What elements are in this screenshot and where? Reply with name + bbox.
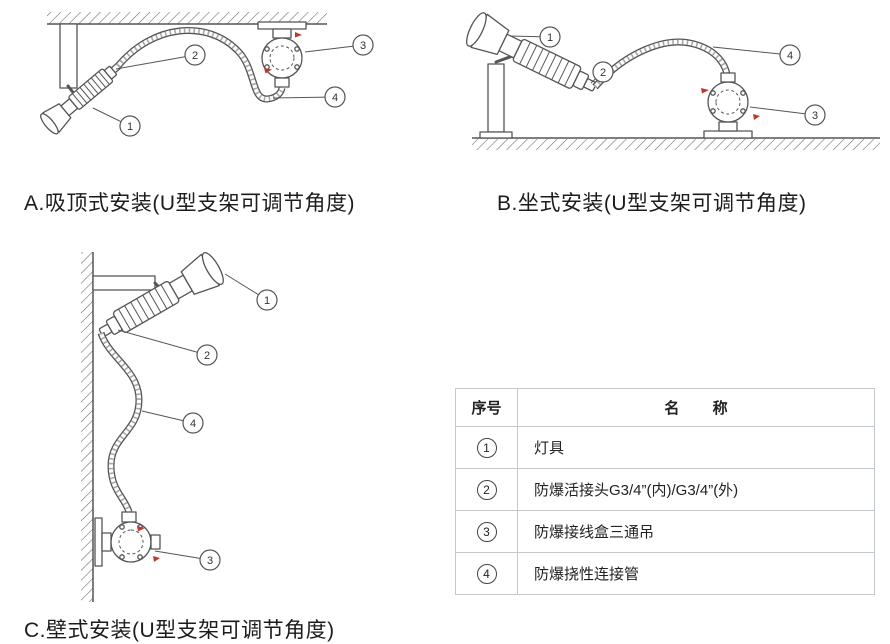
callout-4: 4 [141, 410, 204, 434]
callout-2: 2 [117, 329, 218, 366]
callout-3: 3 [749, 104, 826, 126]
svg-text:4: 4 [190, 418, 196, 430]
col-header-no: 序号 [455, 388, 518, 427]
table-row: 4 防爆挠性连接管 [455, 552, 875, 595]
part-name: 灯具 [517, 426, 875, 469]
conduit-fitting [121, 511, 137, 523]
part-name: 防爆挠性连接管 [517, 552, 875, 595]
figure-ceiling-mount: 1 2 3 4 [37, 12, 374, 137]
row-number-badge: 2 [476, 479, 497, 500]
lamp-fixture [91, 250, 228, 350]
lamp-fixture [462, 9, 604, 105]
callout-3: 3 [304, 34, 374, 56]
table-row: 3 防爆接线盒三通吊 [455, 510, 875, 553]
table-header-row: 序号 名 称 [455, 388, 875, 427]
caption-pedestal-mount: B.坐式安装(U型支架可调节角度) [497, 192, 807, 215]
figure-wall-mount: 1 2 4 3 [81, 250, 278, 602]
table-row: 1 灯具 [455, 426, 875, 469]
mounting-arm [92, 275, 156, 291]
caption-ceiling-mount: A.吸顶式安装(U型支架可调节角度) [24, 192, 355, 215]
svg-text:4: 4 [332, 92, 338, 104]
row-number-badge: 1 [476, 437, 497, 458]
callout-1: 1 [92, 107, 141, 137]
arrow-mark [295, 32, 302, 38]
table-row: 2 防爆活接头G3/4”(内)/G3/4”(外) [455, 468, 875, 511]
mounting-pole [487, 63, 505, 133]
svg-text:1: 1 [264, 295, 270, 307]
callout-3: 3 [154, 549, 221, 571]
junction-box [94, 517, 161, 567]
floor-surface [472, 137, 880, 150]
part-name: 防爆接线盒三通吊 [517, 510, 875, 553]
arrow-mark [153, 556, 160, 562]
row-number-badge: 4 [476, 563, 497, 584]
figure-pedestal-mount: 1 2 4 3 [462, 9, 880, 150]
flexible-conduit [592, 38, 732, 90]
junction-box [257, 21, 307, 88]
arrow-mark [701, 88, 709, 94]
caption-wall-mount: C.壁式安装(U型支架可调节角度) [24, 619, 335, 642]
mounting-pole [59, 23, 78, 89]
flexible-conduit [115, 27, 286, 103]
svg-text:2: 2 [204, 350, 210, 362]
svg-text:3: 3 [360, 40, 366, 52]
parts-table: 序号 名 称 1 灯具 2 防爆活接头G3/4”(内)/G3/4”(外) 3 防… [455, 388, 875, 595]
lamp-fixture [37, 55, 128, 137]
arrow-mark [264, 68, 272, 74]
wall-surface [81, 252, 94, 602]
arrow-mark [137, 526, 145, 532]
junction-box [703, 72, 753, 139]
svg-text:3: 3 [812, 110, 818, 122]
flexible-conduit [97, 331, 143, 514]
col-header-name: 名 称 [517, 388, 875, 427]
part-name: 防爆活接头G3/4”(内)/G3/4”(外) [517, 468, 875, 511]
svg-text:2: 2 [600, 67, 606, 79]
callout-4: 4 [712, 44, 801, 66]
svg-text:2: 2 [192, 50, 198, 62]
callout-2: 2 [115, 44, 206, 70]
svg-text:3: 3 [207, 555, 213, 567]
callout-1: 1 [224, 273, 278, 311]
svg-text:4: 4 [787, 50, 793, 62]
arrow-mark [753, 114, 760, 120]
pole-base-plate [479, 131, 513, 139]
callout-4: 4 [272, 86, 346, 108]
callout-1: 1 [509, 26, 561, 48]
svg-text:1: 1 [547, 32, 553, 44]
row-number-badge: 3 [476, 521, 497, 542]
callout-2: 2 [590, 61, 614, 84]
svg-text:1: 1 [127, 121, 133, 133]
